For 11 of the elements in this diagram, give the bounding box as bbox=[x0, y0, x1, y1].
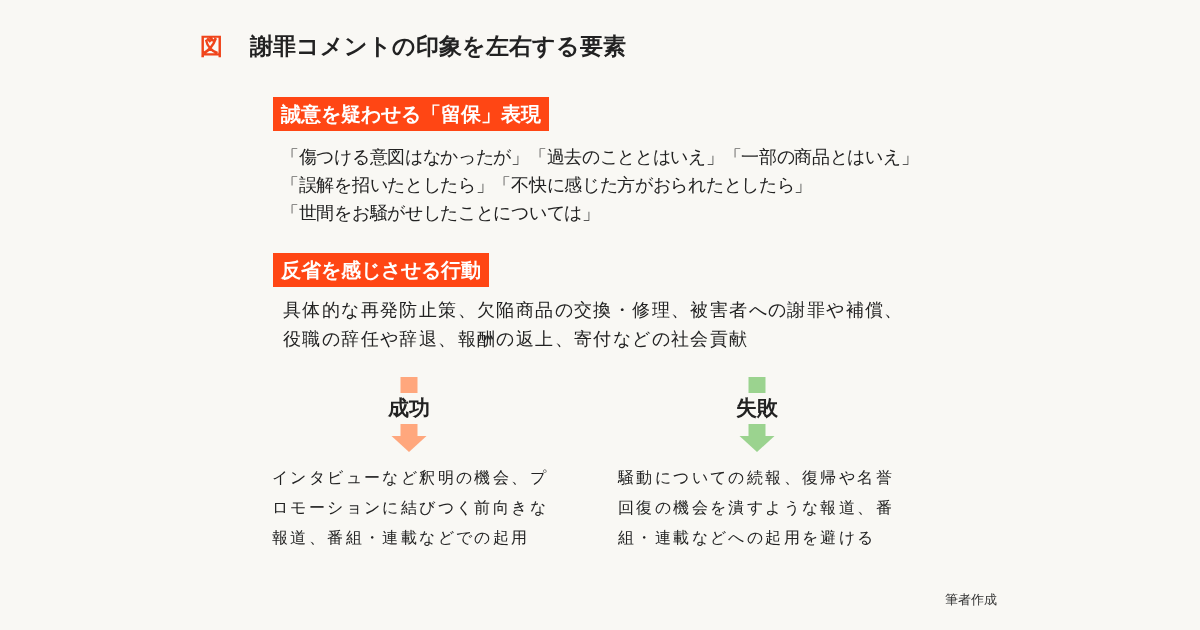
quote-line: 「誤解を招いたとしたら」「不快に感じた方がおられたとしたら」 bbox=[281, 174, 812, 197]
figure-label: 図 bbox=[200, 32, 223, 61]
heading-band: 反省を感じさせる行動 bbox=[273, 253, 489, 287]
outcome-text: 騒動についての続報、復帰や名誉回復の機会を潰すような報道、番組・連載などへの起用を避ける bbox=[618, 452, 900, 553]
quote-line: 「傷つける意図はなかったが」「過去のこととはいえ」「一部の商品とはいえ」 bbox=[281, 146, 919, 169]
diagram-title: 謝罪コメントの印象を左右する要素 bbox=[250, 32, 626, 61]
quote-line: 「世間をお騒がせしたことについては」 bbox=[281, 202, 600, 225]
heading-band: 誠意を疑わせる「留保」表現 bbox=[273, 97, 549, 131]
source-note: 筆者作成 bbox=[945, 591, 997, 609]
body-text: 具体的な再発防止策、欠陥商品の交換・修理、被害者への謝罪や補償、役職の辞任や辞退、報酬の返上、寄付などの社会貢献 bbox=[283, 298, 905, 351]
outcome-text: インタビューなど釈明の機会、プロモーションに結びつく前向きな報道、番組・連載などでの起用 bbox=[272, 452, 554, 553]
